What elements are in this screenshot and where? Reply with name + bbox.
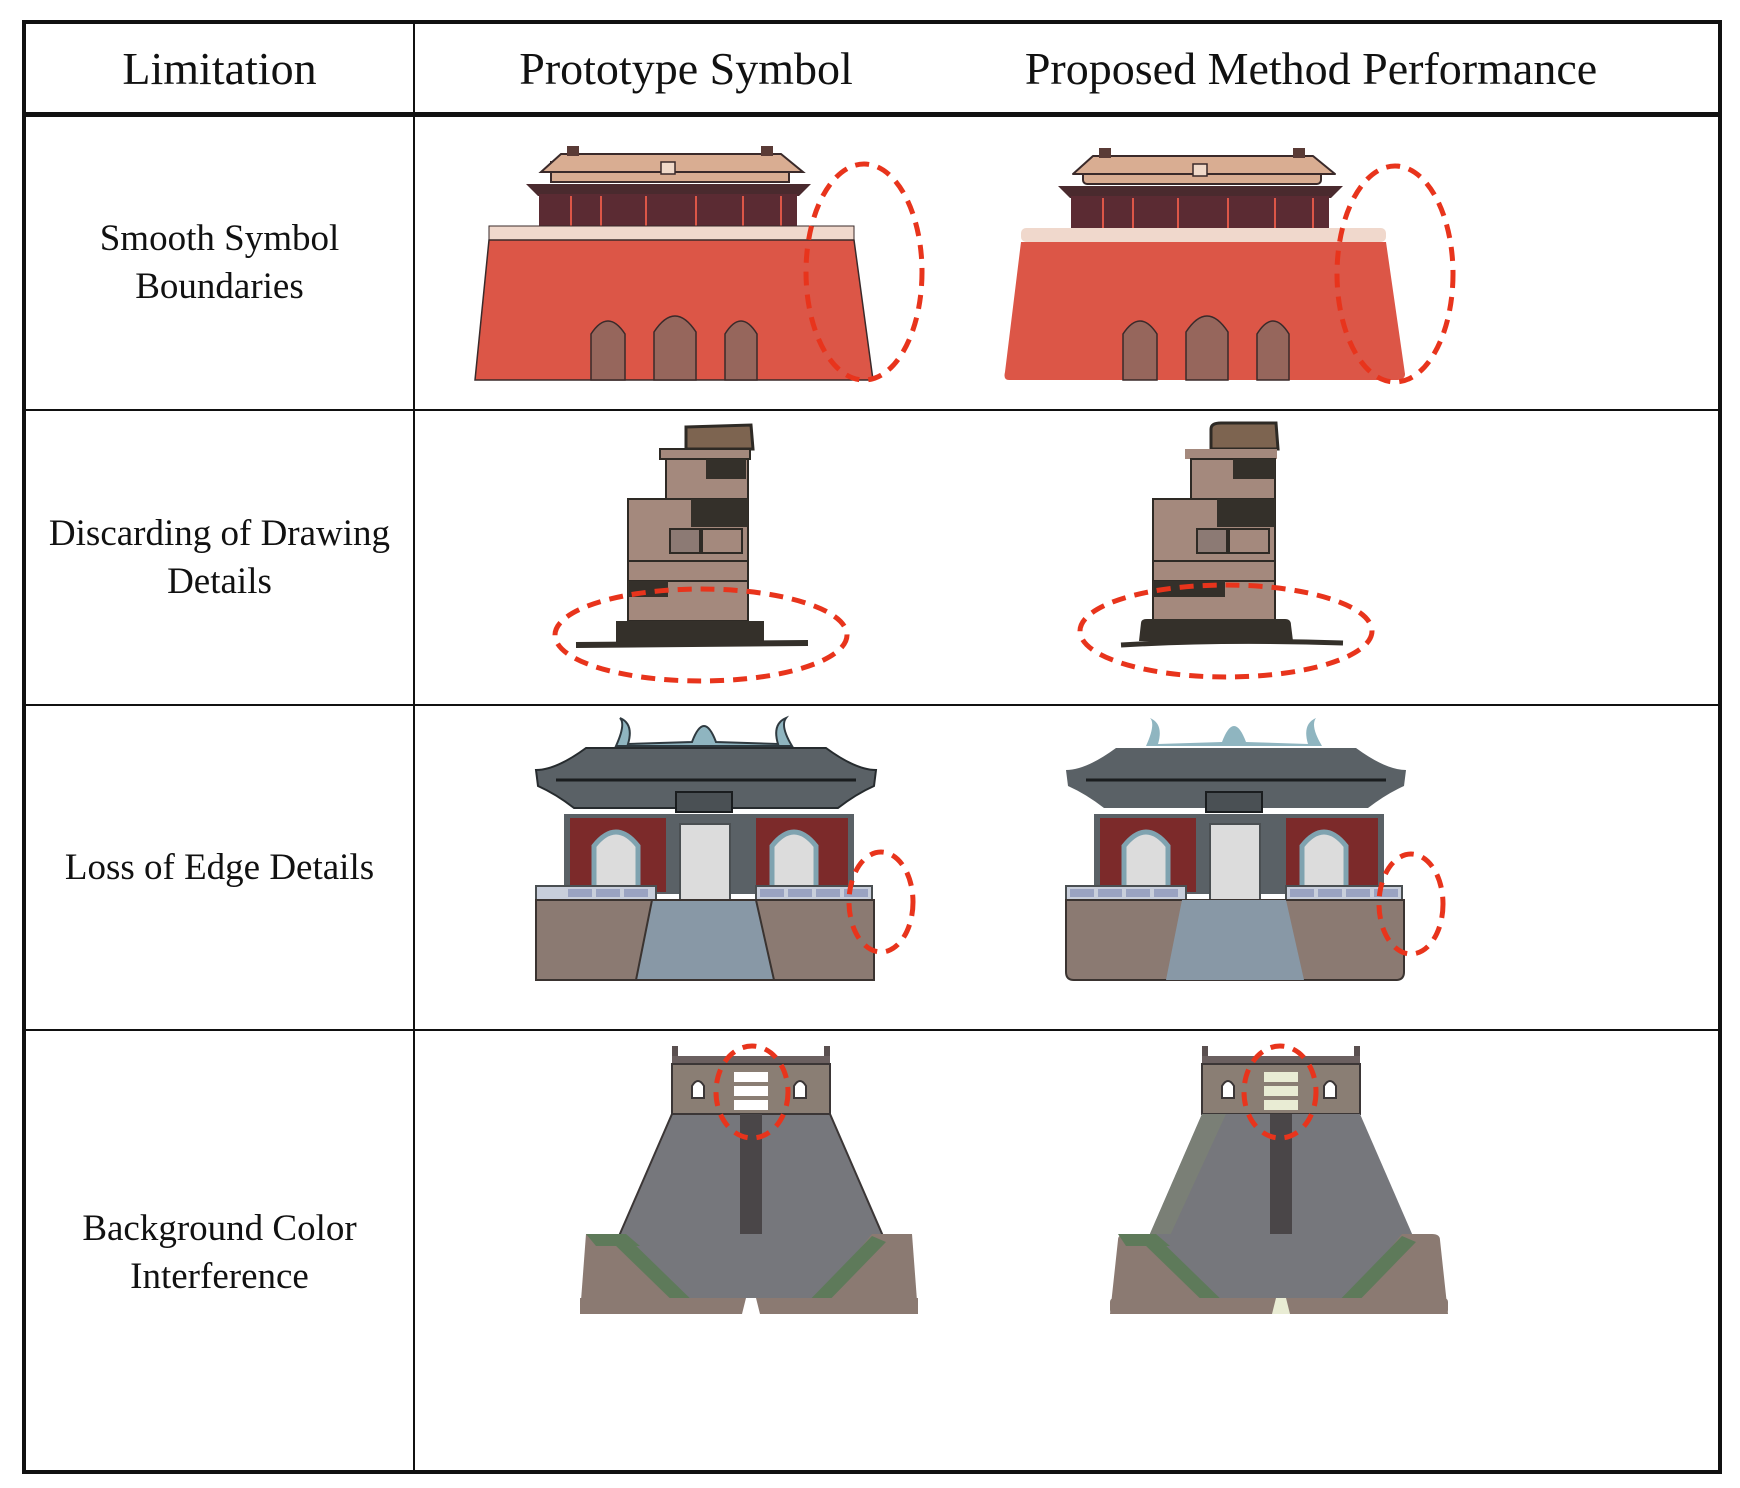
limitation-text: Details xyxy=(167,560,272,602)
red-gate-tower-icon xyxy=(474,146,925,383)
row-divider-1 xyxy=(26,409,1718,411)
proposed-result-row-4 xyxy=(1096,1036,1496,1468)
proposed-result-row-1 xyxy=(1004,124,1491,404)
brick-ruin-icon xyxy=(552,423,850,684)
prototype-symbol-row-4 xyxy=(566,1036,966,1468)
limitation-text: Boundaries xyxy=(135,266,304,307)
header-limitation: Limitation xyxy=(122,42,317,94)
limitation-text: Interference xyxy=(130,1255,309,1297)
limitation-edge-details: Loss of Edge Details xyxy=(26,706,413,1029)
prototype-symbol-row-1 xyxy=(474,124,961,404)
header-prototype-symbol: Prototype Symbol xyxy=(519,42,853,94)
brick-ruin-icon xyxy=(1077,421,1375,680)
header-proposed-method: Proposed Method Performance xyxy=(1024,42,1598,94)
header-divider xyxy=(26,112,1718,117)
row-divider-3 xyxy=(26,1029,1718,1031)
prototype-symbol-row-3 xyxy=(516,714,936,1014)
limitation-text: Background Color xyxy=(82,1207,357,1249)
grey-temple-gate-icon xyxy=(534,715,916,981)
limitation-text: Smooth Symbol xyxy=(99,218,340,259)
limitation-text: Loss of Edge Details xyxy=(64,846,375,888)
proposed-result-row-2 xyxy=(1077,419,1421,699)
column-divider xyxy=(413,24,415,1470)
row-divider-2 xyxy=(26,704,1718,706)
grey-temple-gate-icon xyxy=(1065,718,1446,981)
prototype-symbol-row-2 xyxy=(552,419,896,699)
proposed-result-row-3 xyxy=(1046,714,1466,1014)
comparison-table: Limitation Prototype Symbol Proposed Met… xyxy=(22,20,1722,1474)
grey-fortress-tower-icon xyxy=(1110,1043,1448,1314)
limitation-text: Discarding of Drawing xyxy=(48,512,391,554)
red-gate-tower-icon xyxy=(1004,148,1456,385)
grey-fortress-tower-icon xyxy=(580,1043,918,1314)
